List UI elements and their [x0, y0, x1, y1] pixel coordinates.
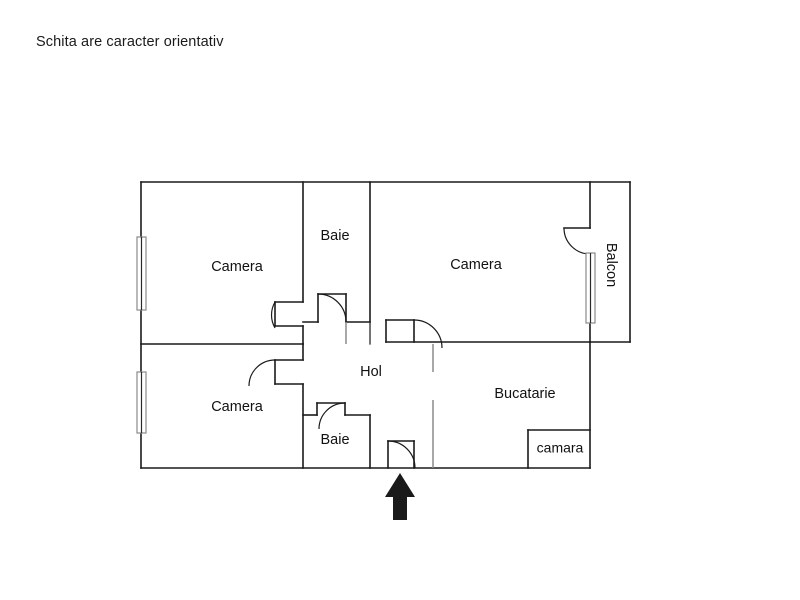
room-labels: Camera Baie Camera Balcon Camera Baie Ho…: [211, 228, 619, 456]
entrance-arrow-shape: [385, 473, 415, 520]
room-label-baie-bottom: Baie: [320, 432, 349, 448]
room-label-balcon: Balcon: [603, 243, 619, 287]
window-camera-top-left: [136, 236, 147, 311]
room-label-baie-top: Baie: [320, 228, 349, 244]
room-label-camara: camara: [537, 440, 584, 456]
page-title: Schita are caracter orientativ: [36, 34, 224, 50]
window-camera-bottom-left: [136, 371, 147, 434]
door-camera-top-right-arc: [413, 319, 443, 349]
room-label-bucatarie: Bucatarie: [494, 386, 555, 402]
room-label-hol: Hol: [360, 364, 382, 380]
doors: [248, 227, 591, 469]
door-baie-bottom-arc: [318, 402, 346, 430]
door-balcon-arc: [563, 227, 591, 255]
interior-walls: [140, 181, 591, 469]
room-label-camera-bottom-left: Camera: [211, 399, 264, 415]
windows: [136, 236, 596, 434]
door-camera-bottom-left-arc: [248, 359, 276, 387]
window-balcon: [585, 252, 596, 324]
room-label-camera-top-left: Camera: [211, 259, 264, 275]
door-entry-arc: [387, 440, 416, 469]
room-label-camera-top-right: Camera: [450, 257, 503, 273]
door-baie-top-arc: [317, 293, 347, 323]
entrance-arrow: [385, 473, 415, 520]
door-camera-top-left-arc: [270, 301, 276, 329]
